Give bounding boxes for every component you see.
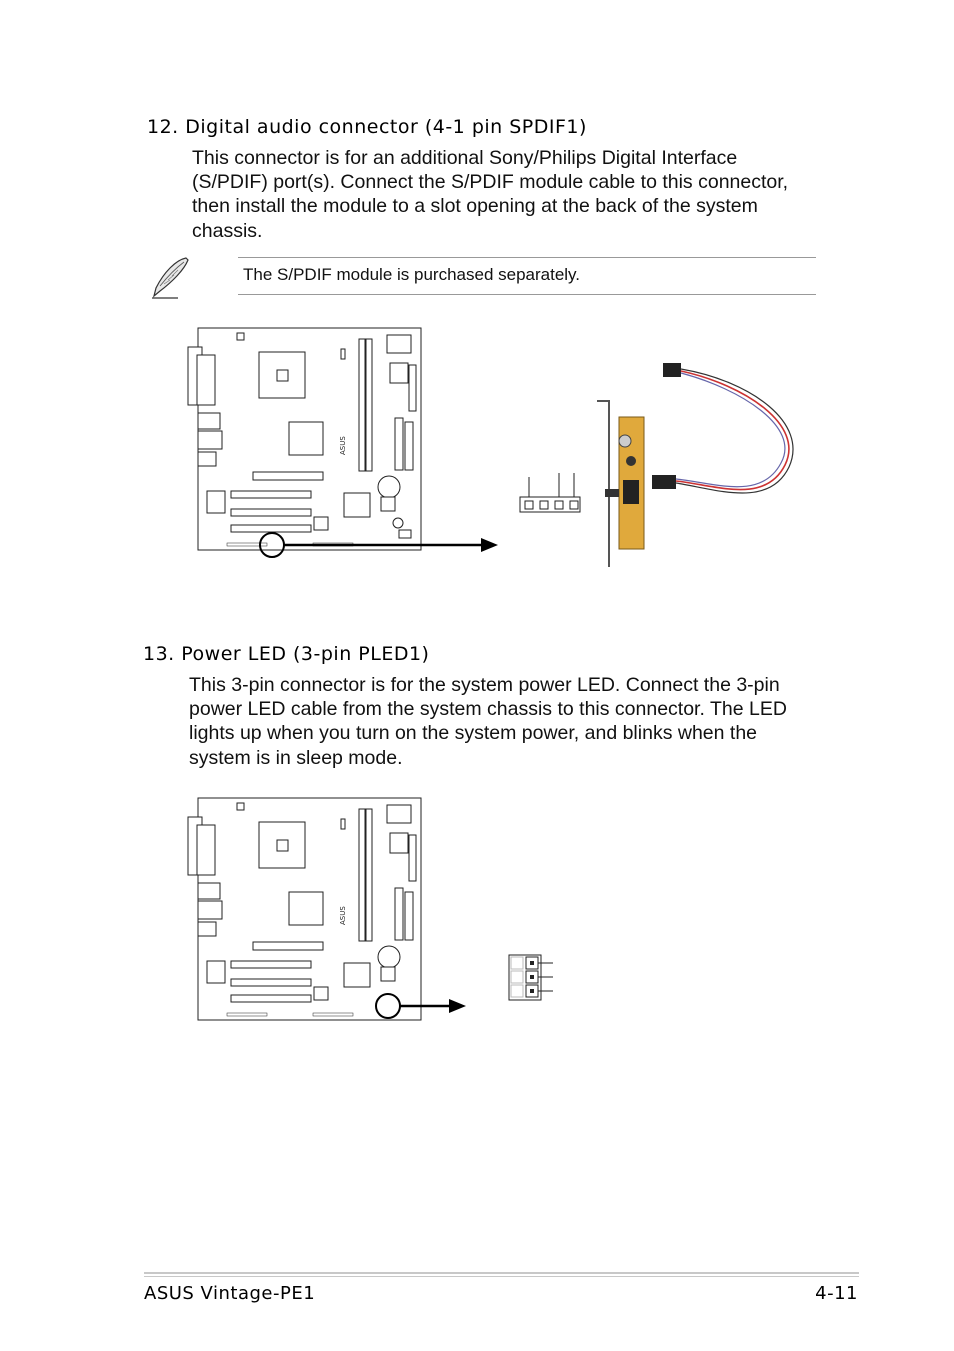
pen-note-icon — [152, 257, 189, 299]
footer-rule — [144, 1276, 859, 1277]
spdif-module-illustration — [519, 363, 794, 567]
motherboard-diagram-spdif: ASUS — [187, 327, 498, 558]
paragraph-line: This connector is for an additional Sony… — [192, 147, 738, 169]
section-12-title: Digital audio connector (4-1 pin SPDIF1) — [185, 116, 587, 138]
asus-logo: ASUS — [339, 906, 347, 925]
note-top-rule — [238, 257, 816, 258]
asus-logo: ASUS — [339, 436, 347, 455]
paragraph-line: lights up when you turn on the system po… — [189, 722, 758, 745]
section-13-title: Power LED (3-pin PLED1) — [181, 643, 430, 665]
section-13-paragraph: This 3-pin connector is for the system p… — [189, 673, 787, 770]
paragraph-line: (S/PDIF) port(s). Connect the S/PDIF mod… — [192, 171, 789, 194]
footer-title: ASUS Vintage-PE1 — [144, 1283, 316, 1304]
note-text: The S/PDIF module is purchased separatel… — [243, 265, 581, 284]
paragraph-line: This 3-pin connector is for the system p… — [189, 674, 780, 696]
motherboard-diagram-pled: ASUS — [187, 797, 466, 1021]
pled-pin-header — [508, 954, 553, 1001]
paragraph-line: system is in sleep mode. — [189, 746, 403, 769]
section-12-number: 12. — [147, 116, 179, 138]
section-13-number: 13. — [143, 643, 175, 665]
paragraph-line: power LED cable from the system chassis … — [189, 698, 787, 721]
section-12-paragraph: This connector is for an additional Sony… — [192, 146, 788, 243]
section-13-heading: 13. Power LED (3-pin PLED1) — [143, 643, 429, 665]
note-bottom-rule — [238, 294, 816, 295]
paragraph-line: then install the module to a slot openin… — [192, 195, 758, 218]
section-12-heading: 12. Digital audio connector (4-1 pin SPD… — [147, 116, 587, 138]
footer-rule — [144, 1272, 859, 1274]
paragraph-line: chassis. — [192, 219, 263, 242]
footer-page-number: 4-11 — [815, 1283, 858, 1304]
